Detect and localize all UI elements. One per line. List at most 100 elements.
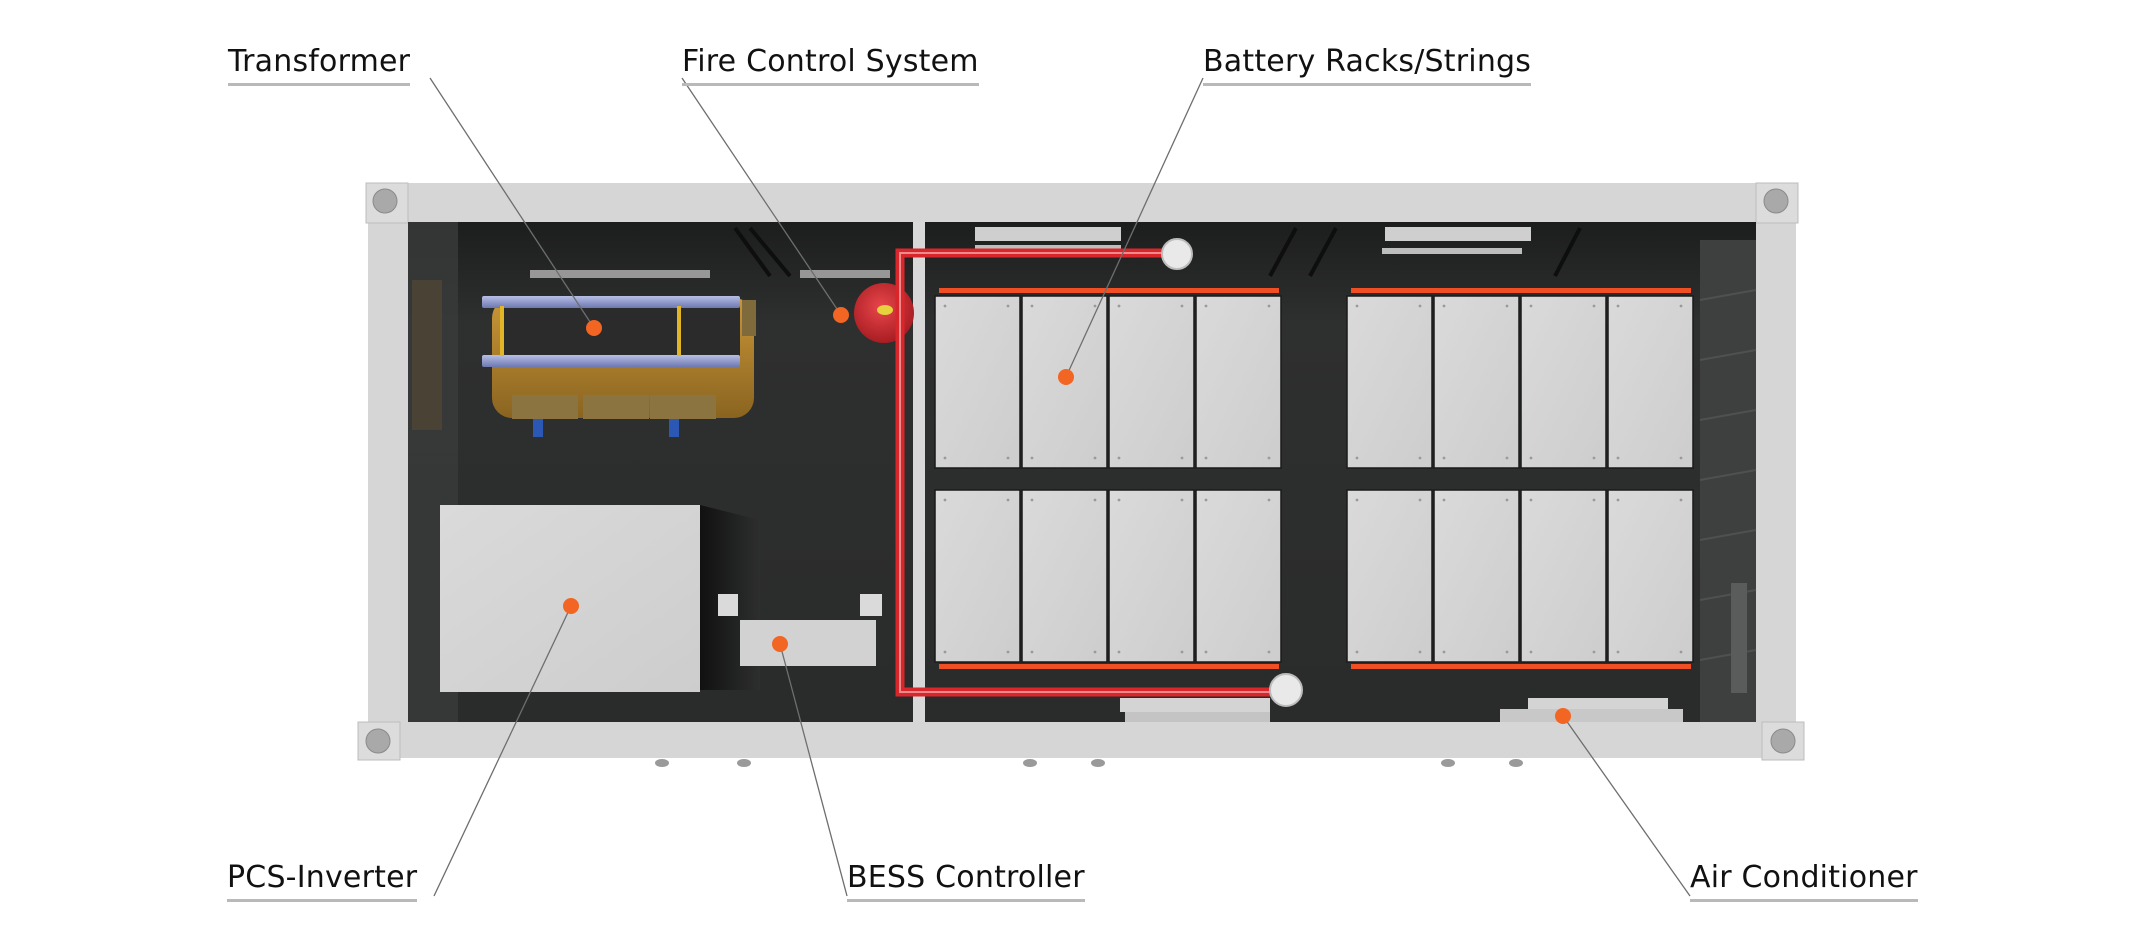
rack-screw [1180, 456, 1184, 460]
rack-screw [1418, 304, 1422, 308]
rack-screw [1030, 304, 1034, 308]
rack-screw [1030, 650, 1034, 654]
rack-screw [1616, 650, 1620, 654]
rack-screw [1117, 498, 1121, 502]
rack-screw [1442, 456, 1446, 460]
rack-screw [1180, 498, 1184, 502]
fire-nozzle-top [1161, 238, 1193, 270]
rack-screw [1117, 650, 1121, 654]
rack-screw [1505, 304, 1509, 308]
rack-screw [1204, 456, 1208, 460]
rack-cabling [939, 664, 1279, 669]
battery-rack [1346, 295, 1433, 469]
callout-label-transformer[interactable]: Transformer [228, 44, 411, 86]
leader-line-battery [1065, 77, 1204, 378]
rack-screw [1355, 456, 1359, 460]
battery-rack [934, 489, 1021, 663]
rack-screw [943, 498, 947, 502]
battery-rack [1195, 295, 1282, 469]
battery-rack [1195, 489, 1282, 663]
rack-screw [1505, 498, 1509, 502]
rack-screw [1679, 304, 1683, 308]
rack-screw [1006, 456, 1010, 460]
rack-screw [1093, 498, 1097, 502]
rack-screw [1592, 650, 1596, 654]
leader-line-pcs [433, 605, 572, 897]
rack-screw [1117, 456, 1121, 460]
rack-screw [1442, 498, 1446, 502]
rack-screw [1117, 304, 1121, 308]
marker-dot-pcs[interactable] [563, 598, 579, 614]
leader-line-bess [779, 643, 848, 897]
rack-screw [1592, 456, 1596, 460]
leader-line-ac [1562, 715, 1691, 897]
rack-screw [1592, 304, 1596, 308]
rack-screw [1679, 498, 1683, 502]
rack-screw [1418, 650, 1422, 654]
rack-screw [1616, 498, 1620, 502]
rack-screw [1093, 650, 1097, 654]
battery-rack [1108, 489, 1195, 663]
callout-label-battery-racks-strings[interactable]: Battery Racks/Strings [1203, 44, 1532, 86]
battery-rack [1346, 489, 1433, 663]
rack-screw [1442, 304, 1446, 308]
rack-screw [943, 650, 947, 654]
rack-screw [943, 456, 947, 460]
rack-screw [1442, 650, 1446, 654]
rack-screw [1093, 304, 1097, 308]
rack-screw [1355, 650, 1359, 654]
callout-label-pcs-inverter[interactable]: PCS-Inverter [227, 860, 418, 902]
rack-screw [1679, 456, 1683, 460]
rack-screw [1204, 650, 1208, 654]
rack-screw [1180, 304, 1184, 308]
rack-screw [1529, 498, 1533, 502]
rack-screw [1180, 650, 1184, 654]
rack-screw [1505, 650, 1509, 654]
rack-screw [1679, 650, 1683, 654]
battery-rack [1433, 295, 1520, 469]
leader-line-transformer [429, 77, 595, 329]
callout-label-air-conditioner[interactable]: Air Conditioner [1690, 860, 1918, 902]
rack-screw [943, 304, 947, 308]
callout-label-bess-controller[interactable]: BESS Controller [847, 860, 1085, 902]
battery-rack [934, 295, 1021, 469]
marker-dot-transformer[interactable] [586, 320, 602, 336]
battery-rack [1607, 489, 1694, 663]
callout-leaders [429, 77, 1691, 897]
rack-screw [1006, 498, 1010, 502]
callout-label-fire-control-system[interactable]: Fire Control System [682, 44, 979, 86]
partition-wall [913, 222, 925, 722]
rack-screw [1030, 498, 1034, 502]
rack-screw [1267, 456, 1271, 460]
rack-screw [1529, 304, 1533, 308]
rack-screw [1006, 650, 1010, 654]
marker-dot-ac[interactable] [1555, 708, 1571, 724]
pcs-inverter-cabinet [440, 505, 760, 692]
rack-screw [1006, 304, 1010, 308]
rack-screw [1505, 456, 1509, 460]
fire-suppression-system [854, 238, 1303, 707]
fire-nozzle-bottom [1269, 673, 1303, 707]
rack-screw [1355, 498, 1359, 502]
battery-rack [1607, 295, 1694, 469]
battery-rack [1520, 295, 1607, 469]
marker-dot-bess[interactable] [772, 636, 788, 652]
rack-screw [1616, 456, 1620, 460]
leader-line-fire-control [681, 77, 842, 316]
rack-screw [1267, 650, 1271, 654]
rack-cabling [1351, 288, 1691, 293]
rack-cabling [1351, 664, 1691, 669]
battery-rack [1433, 489, 1520, 663]
rack-screw [1204, 304, 1208, 308]
battery-rack [1108, 295, 1195, 469]
bess-controller-unit [718, 594, 882, 666]
rack-screw [1355, 304, 1359, 308]
rack-screw [1204, 498, 1208, 502]
marker-dot-battery[interactable] [1058, 369, 1074, 385]
marker-dot-fire-control[interactable] [833, 307, 849, 323]
rack-screw [1093, 456, 1097, 460]
rack-screw [1418, 456, 1422, 460]
rack-screw [1529, 456, 1533, 460]
battery-rack [1021, 489, 1108, 663]
